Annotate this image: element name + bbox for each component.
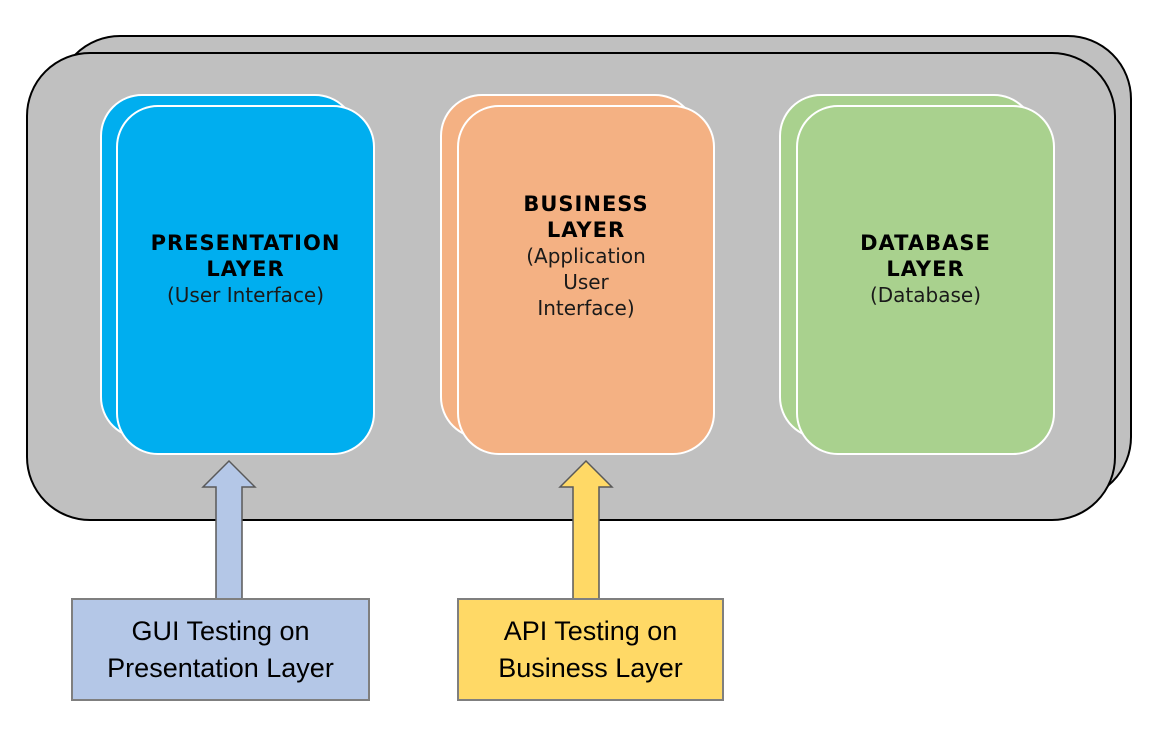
business-layer-card: BUSINESS LAYER (Application User Interfa… [457, 105, 715, 455]
gui-up-arrow-icon [201, 459, 257, 600]
presentation-layer-title-1: PRESENTATION [150, 231, 341, 255]
database-layer-content: DATABASE LAYER (Database) [860, 230, 991, 308]
business-layer-content: BUSINESS LAYER (Application User Interfa… [523, 191, 648, 321]
business-layer-subtitle-1: (Application [526, 244, 646, 268]
business-layer-title-2: LAYER [546, 218, 626, 242]
presentation-layer-title-2: LAYER [206, 257, 285, 281]
business-layer-subtitle-3: Interface) [537, 296, 635, 320]
presentation-layer-subtitle: (User Interface) [166, 283, 325, 307]
business-layer-title-1: BUSINESS [523, 192, 649, 216]
presentation-layer-content: PRESENTATION LAYER (User Interface) [151, 230, 341, 308]
database-layer-title-1: DATABASE [860, 231, 991, 255]
api-testing-line-1: API Testing on [503, 615, 678, 646]
gui-testing-line-2: Presentation Layer [107, 652, 334, 683]
gui-testing-line-1: GUI Testing on [131, 615, 310, 646]
gui-testing-callout: GUI Testing on Presentation Layer [71, 598, 370, 701]
database-layer-subtitle: (Database) [869, 283, 982, 307]
business-layer-subtitle-2: User [563, 270, 609, 294]
api-testing-callout: API Testing on Business Layer [457, 598, 724, 701]
database-layer-title-2: LAYER [886, 257, 965, 281]
presentation-layer-card: PRESENTATION LAYER (User Interface) [116, 105, 375, 455]
database-layer-card: DATABASE LAYER (Database) [796, 105, 1055, 455]
api-testing-line-2: Business Layer [498, 652, 683, 683]
api-up-arrow-icon [558, 459, 614, 600]
